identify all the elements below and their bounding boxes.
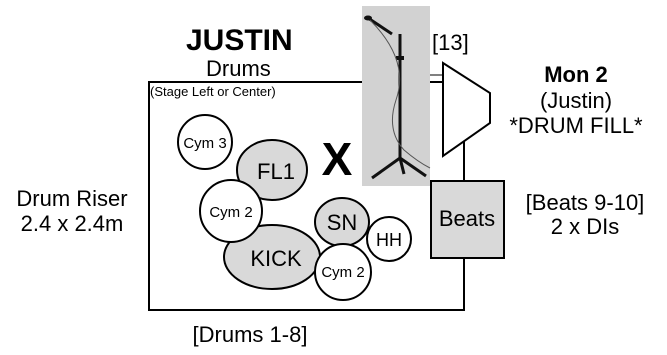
beats-label: Beats: [439, 206, 495, 231]
monitor-title: Mon 2: [544, 62, 608, 87]
snare-label: SN: [327, 210, 358, 235]
floor-tom-label: FL1: [257, 159, 295, 184]
monitor-who: (Justin): [539, 88, 613, 113]
drum-kit: [177, 114, 412, 301]
floor-tom: [236, 139, 308, 201]
riser-size: 2.4 x 2.4m: [20, 211, 124, 236]
beats-di-label: 2 x DIs: [550, 214, 620, 239]
beats-box: [430, 180, 505, 259]
hi-hat-label: HH: [376, 230, 402, 250]
cymbal-2-left: [199, 179, 263, 243]
cymbal-2-right-label: Cym 2: [321, 264, 364, 281]
hi-hat: [366, 216, 412, 262]
beats-channel-label: [Beats 9-10]: [525, 190, 645, 215]
performer-name: JUSTIN: [186, 24, 293, 57]
monitor-note: *DRUM FILL*: [509, 113, 643, 138]
kick-label: KICK: [250, 246, 302, 271]
cymbal-3: [177, 114, 233, 170]
cymbal-2-left-label: Cym 2: [209, 204, 252, 221]
mic-stand-icon: [362, 6, 431, 186]
position-note: (Stage Left or Center): [150, 84, 276, 99]
cymbal-2-right: [314, 243, 372, 301]
drums-channel-label: [Drums 1-8]: [192, 322, 308, 347]
monitor-wedge-icon: [442, 61, 491, 158]
performer-instrument: Drums: [206, 56, 271, 81]
position-marker: X: [322, 133, 353, 185]
cymbal-3-label: Cym 3: [183, 135, 226, 152]
mic-channel-label: [13]: [432, 30, 469, 55]
riser-label: Drum Riser: [16, 186, 128, 211]
